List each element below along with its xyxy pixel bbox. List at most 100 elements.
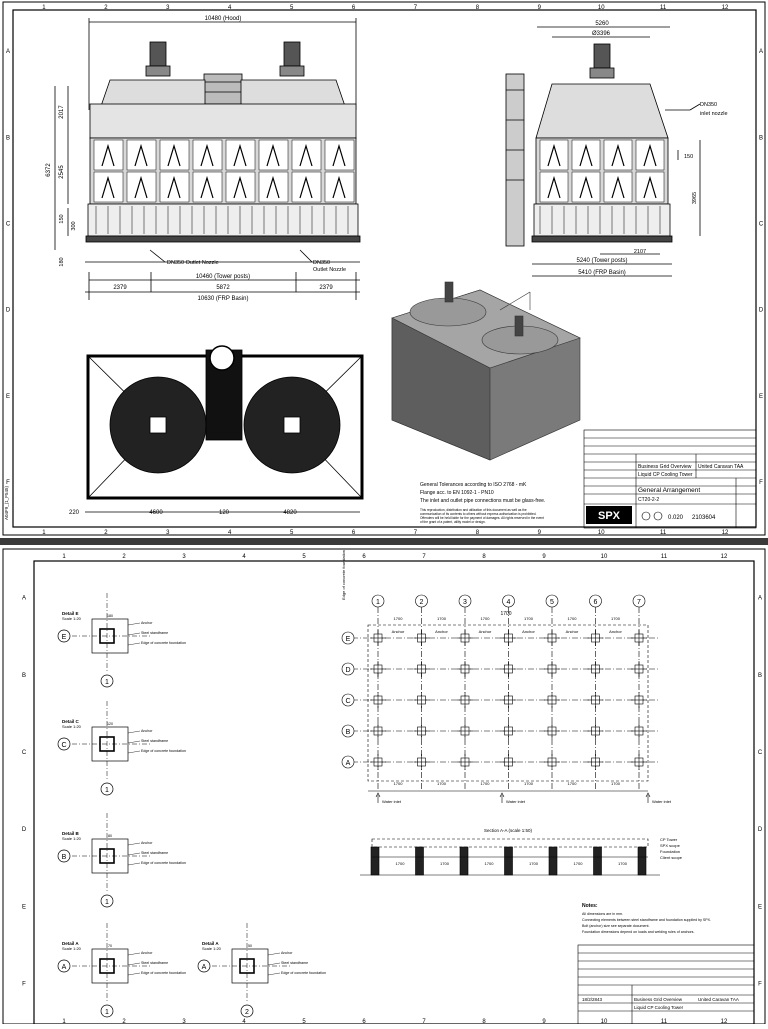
plan-dim-bottom: 1700 [568,781,578,786]
label-outlet-left: DN350 Outlet Nozzle [167,260,219,266]
dim-span-mid: 5872 [216,285,230,291]
louver-panel [258,171,289,203]
panel-mark [233,175,247,199]
louver-panel [159,171,190,203]
isometric-tower-image [391,281,581,461]
detail-col-label: 1 [105,899,109,906]
axis-bubble [632,594,646,608]
panel-mark [167,175,181,199]
grid-col-label: 12 [721,1019,728,1024]
water-inlet-label: Water inlet [652,799,672,804]
louver-panel [192,139,223,171]
grid-row-label: C [22,750,27,756]
detail-axis-label: A [202,964,207,971]
leader-line [127,750,141,754]
detail-callout: Anchor [141,841,153,845]
louver-panel [126,139,157,171]
dim-front-300: 300 [71,221,77,230]
detail-scale: Scale 1:20 [202,946,222,951]
foundation-outline [367,624,649,782]
louver-panel [126,171,157,203]
tb-plant: Liquid CP Cooling Tower [638,472,693,478]
water-inlet-label: Water inlet [506,799,526,804]
panel-mark [200,143,214,167]
section-dim: 1700 [485,861,495,866]
panel-mark [579,143,593,167]
title-block [583,429,757,529]
axis-label-col: 2 [420,599,424,606]
louver-panel [225,171,256,203]
plan-dim-bottom: 1700 [437,781,447,786]
dim-plan-4600: 4600 [149,510,163,516]
detail-scale: Scale 1:20 [62,836,82,841]
grid-col-label: 8 [476,5,480,11]
side-margin-label: A04F9_(1_F545) [4,485,9,520]
louver-panel [324,171,355,203]
detail-dim: 50 [248,944,252,948]
sheet-separator [0,538,768,545]
axis-bubble [415,594,428,608]
panel-mark [643,175,657,199]
detail-axis-bubble [100,782,114,796]
label-outlet-right-1: DN350 [313,260,330,266]
grid-col-label: 11 [661,1019,668,1024]
axis-label-col: 7 [637,599,641,606]
detail-callout: Edge of concrete foundation [141,861,186,865]
axis-bubble [341,693,355,707]
detail-callout: Steel standframe [281,961,308,965]
grid-col-label: 9 [538,530,542,536]
grid-col-label: 5 [302,554,306,560]
water-inlet-arrow-icon [499,792,505,803]
plan-dim: 1700 [437,616,447,621]
note-line-1: General Tolerances according to ISO 2768… [420,482,527,488]
note-2: Connecting elements between steel standf… [582,918,711,922]
grid-col-label: 2 [122,1019,126,1024]
grid-col-label: 4 [228,530,232,536]
dim-side-150: 150 [684,154,693,160]
leader-line [267,962,281,966]
section-dim: 1700 [574,861,584,866]
grid-col-label: 1 [42,530,46,536]
dim-side-tower-posts: 5240 (Tower posts) [576,258,627,264]
section-dim: 1700 [440,861,450,866]
detail-callout: Edge of concrete foundation [141,641,186,645]
grid-row-label: F [759,480,763,486]
panel-mark [579,175,593,199]
plan-view [85,345,364,513]
leader-line [127,972,141,976]
dim-side-2107: 2107 [634,249,646,255]
grid-row-label: C [758,750,763,756]
label-outlet-right-2: Outlet Nozzle [313,267,346,273]
grid-col-label: 8 [482,554,486,560]
detail-axis-label: A [62,964,67,971]
anchor-label: Anchor [392,629,405,634]
detail-title: Detail B [62,831,80,836]
detail-callout: Steel standframe [141,961,168,965]
detail-axis-bubble [100,894,114,908]
grid-row-label: D [6,308,11,314]
detail-axis-label: B [62,854,67,861]
tb2-number: 18/2/2843 [582,997,603,1002]
grid-col-label: 1 [42,5,46,11]
panel-mark [266,175,280,199]
grid-col-label: 11 [661,554,668,560]
detail-title: Detail E [62,611,79,616]
axis-label-row: E [346,636,351,643]
grid-col-label: 5 [302,1019,306,1024]
louver-panel [291,139,322,171]
grid-row-label: D [759,308,764,314]
dim-side-frp-basin: 5410 (FRP Basin) [578,270,626,276]
note-fine-1: This reproduction, distribution and util… [420,508,527,512]
detail-scale: Scale 1:20 [62,724,82,729]
detail-callout: Anchor [141,951,153,955]
detail-title: Detail C [62,719,80,724]
grid-row-label: E [759,394,763,400]
dim-plan-220: 220 [69,510,80,516]
grid-col-label: 6 [352,530,356,536]
grid-row-label: E [22,904,26,910]
grid-col-label: 10 [601,554,608,560]
axis-bubble [341,631,355,645]
grid-row-label: B [22,673,26,679]
detail-callout: Edge of concrete foundation [141,971,186,975]
panel-mark [611,143,625,167]
